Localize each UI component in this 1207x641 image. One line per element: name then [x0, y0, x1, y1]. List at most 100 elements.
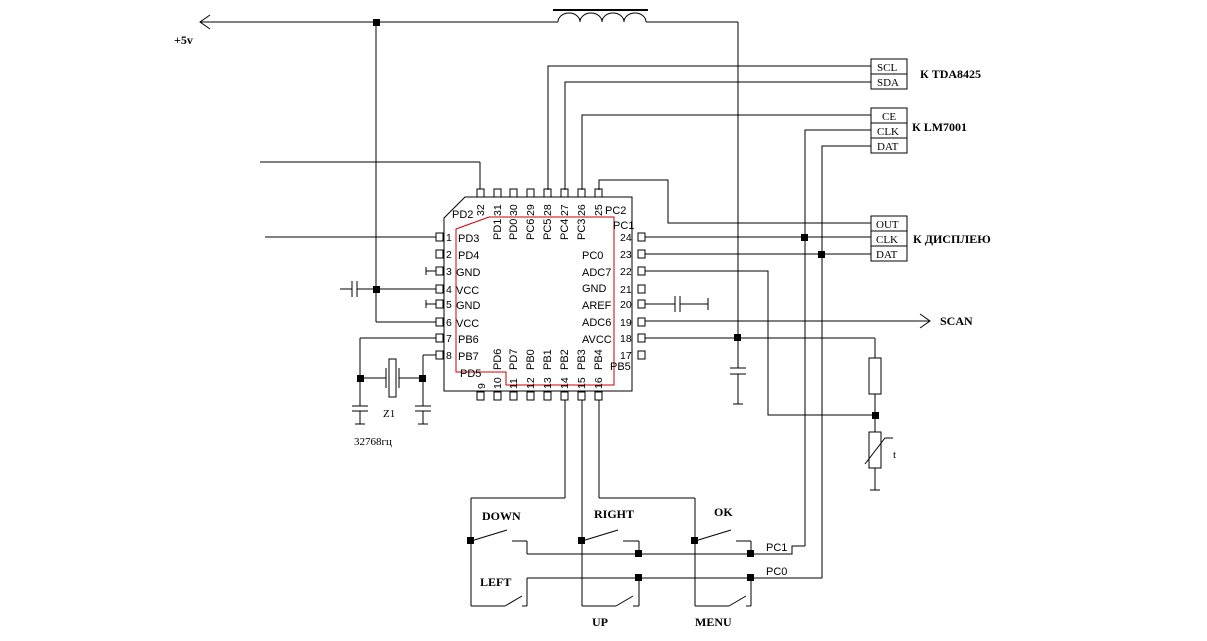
svg-text:24: 24: [620, 232, 632, 244]
svg-text:27: 27: [559, 204, 571, 216]
svg-text:PB2: PB2: [559, 349, 571, 370]
svg-text:PC2: PC2: [605, 205, 626, 217]
svg-text:16: 16: [593, 377, 605, 389]
svg-text:ADC7: ADC7: [582, 267, 611, 279]
pin-9: 9 PD5: [460, 368, 488, 401]
svg-text:7: 7: [446, 333, 452, 345]
pc1-corner-label: PC1: [613, 220, 634, 232]
button-right: RIGHT: [594, 507, 634, 521]
inductor: [553, 9, 739, 368]
display-connector: OUT CLK DAT: [870, 215, 908, 262]
svg-text:DAT: DAT: [876, 249, 898, 261]
svg-text:CLK: CLK: [876, 234, 898, 246]
svg-text:31: 31: [492, 204, 504, 216]
svg-text:PC5: PC5: [542, 219, 554, 240]
svg-text:19: 19: [620, 317, 632, 329]
svg-text:11: 11: [508, 378, 520, 389]
svg-text:30: 30: [508, 204, 520, 216]
vcc-capacitor: [340, 281, 376, 297]
svg-text:AREF: AREF: [582, 300, 612, 312]
svg-text:PD1: PD1: [492, 219, 504, 240]
svg-text:GND: GND: [456, 300, 481, 312]
button-up: UP: [592, 615, 608, 629]
display-wires: [598, 179, 871, 258]
svg-text:13: 13: [542, 377, 554, 389]
svg-text:2: 2: [446, 249, 452, 261]
svg-text:18: 18: [620, 333, 632, 345]
pin-12: 12 PB0: [525, 349, 537, 401]
pin-14: 14 PB2: [559, 349, 571, 401]
svg-text:PD6: PD6: [492, 349, 504, 370]
tda-wires: [547, 65, 871, 190]
power-label: +5v: [174, 33, 193, 47]
svg-text:OUT: OUT: [876, 219, 899, 231]
power-rail: [199, 14, 558, 323]
svg-text:SCL: SCL: [877, 62, 897, 74]
svg-text:PB3: PB3: [576, 349, 588, 370]
svg-text:32: 32: [475, 204, 487, 216]
lm-connector: CE CLK DAT: [870, 107, 908, 154]
svg-text:PD5: PD5: [460, 368, 481, 380]
svg-text:21: 21: [620, 284, 632, 296]
svg-text:PD7: PD7: [508, 349, 520, 370]
row-pc1-label: PC1: [766, 542, 787, 554]
svg-text:AVCC: AVCC: [582, 334, 612, 346]
button-matrix: [467, 400, 822, 607]
svg-text:SDA: SDA: [877, 77, 899, 89]
tda-connector: SCL SDA: [870, 58, 908, 90]
svg-text:PB7: PB7: [458, 351, 479, 363]
svg-text:26: 26: [576, 204, 588, 216]
svg-text:PB0: PB0: [525, 349, 537, 370]
svg-text:PC3: PC3: [576, 219, 588, 240]
svg-text:PD4: PD4: [458, 250, 479, 262]
pin-11: 11 PD7: [508, 349, 520, 401]
svg-text:12: 12: [525, 377, 537, 389]
svg-text:25: 25: [593, 204, 605, 216]
crystal-circuit: [352, 337, 436, 425]
svg-text:23: 23: [620, 249, 632, 261]
svg-text:VCC: VCC: [456, 318, 479, 330]
display-title: К ДИСПЛЕЮ: [913, 232, 991, 246]
svg-text:5: 5: [446, 299, 452, 311]
svg-text:28: 28: [542, 204, 554, 216]
svg-text:9: 9: [476, 383, 488, 389]
pin-16: 16 PB4: [593, 349, 605, 401]
pin-4: 4 VCC: [435, 284, 479, 297]
pin-2: 2 PD4: [435, 249, 479, 262]
thermistor-label: t: [893, 449, 896, 461]
svg-text:VCC: VCC: [456, 285, 479, 297]
svg-text:1: 1: [446, 232, 452, 244]
svg-text:PC6: PC6: [525, 219, 537, 240]
svg-text:PB4: PB4: [593, 349, 605, 370]
svg-text:GND: GND: [456, 267, 481, 279]
svg-text:14: 14: [559, 377, 571, 389]
row-pc0-label: PC0: [766, 566, 787, 578]
button-menu: MENU: [695, 615, 732, 629]
tda-title: К TDA8425: [920, 67, 981, 81]
mcu-chip: [443, 196, 633, 392]
lm-title: К LM7001: [912, 120, 967, 134]
svg-text:4: 4: [446, 284, 452, 296]
svg-text:ADC6: ADC6: [582, 317, 611, 329]
svg-text:29: 29: [525, 204, 537, 216]
